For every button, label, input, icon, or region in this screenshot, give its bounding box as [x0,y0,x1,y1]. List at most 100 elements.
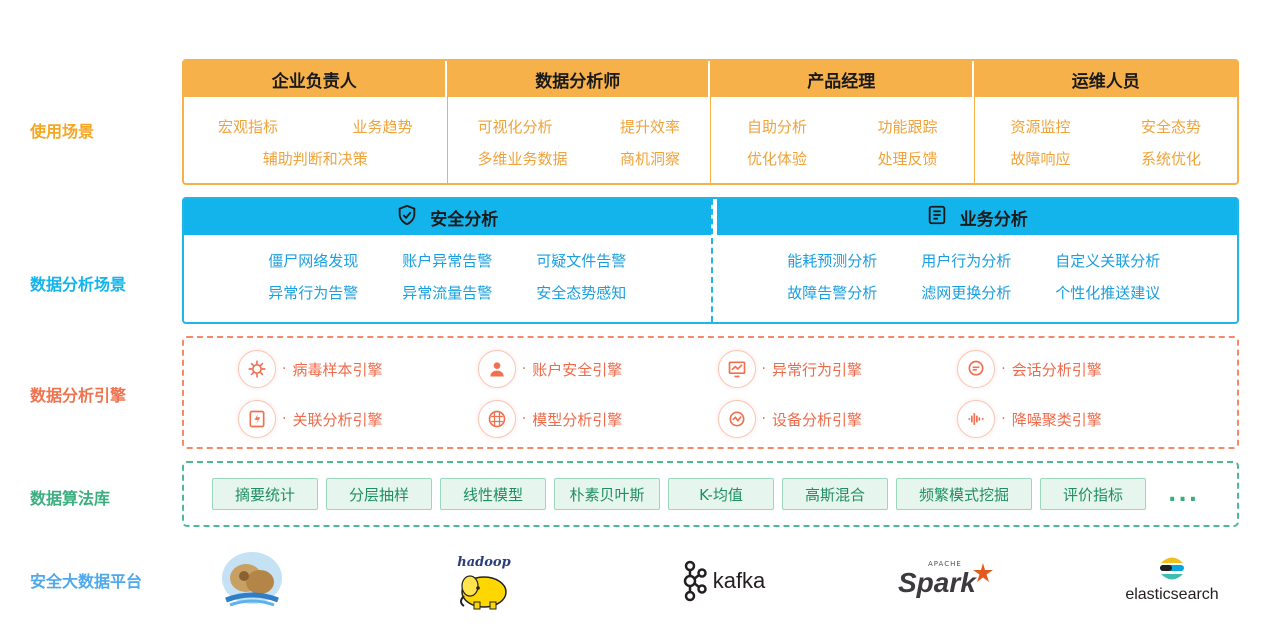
engine-label: 关联分析引擎 [292,410,383,429]
usage-item: 安全态势 [1140,118,1201,136]
row-label-engine: 数据分析引擎 [30,386,127,405]
spark-text: Spark [898,567,976,598]
spark-star-icon [972,563,993,582]
usage-item: 多维业务数据 [477,150,568,168]
algorithm-tag: 评价指标 [1040,478,1146,510]
usage-item: 自助分析 [747,118,808,136]
usage-item: 商机洞察 [619,150,680,168]
scenario-column-business: 业务分析 能耗预测分析 用户行为分析 自定义关联分析 故障告警分析 滤网更换分析… [711,199,1237,322]
scenario-divider [711,199,713,322]
usage-column: 产品经理 自助分析 功能跟踪 优化体验 处理反馈 [711,61,975,183]
hadoop-logo: hadoop [444,552,524,612]
usage-title: 产品经理 [711,61,974,97]
algorithm-tag: 分层抽样 [326,478,432,510]
scenario-title: 业务分析 [959,209,1028,230]
waveform-icon [957,400,996,438]
algorithm-tag: 线性模型 [440,478,546,510]
bullet-dot: · [761,361,766,377]
engine-label: 设备分析引擎 [771,410,862,429]
algorithm-tag: 频繁模式挖掘 [896,478,1032,510]
user-icon [477,350,516,388]
engine-label: 病毒样本引擎 [292,360,383,379]
algorithm-panel: 摘要统计 分层抽样 线性模型 朴素贝叶斯 K-均值 高斯混合 频繁模式挖掘 评价… [182,461,1239,527]
engine-label: 会话分析引擎 [1011,360,1102,379]
more-ellipsis: ... [1168,481,1200,507]
algorithm-tag: K-均值 [668,478,774,510]
usage-item: 优化体验 [747,150,808,168]
row-label-usage: 使用场景 [30,122,95,141]
lightning-icon [238,400,276,438]
scenario-item: 用户行为分析 [921,252,1012,270]
bullet-dot: · [521,361,527,377]
algorithm-tag: 高斯混合 [782,478,888,510]
row-label-platform: 安全大数据平台 [30,572,143,591]
engine-item: · 账户安全引擎 [477,344,718,394]
flume-logo [216,548,288,610]
usage-title: 数据分析师 [447,61,710,97]
scenario-header: 安全分析 [184,199,711,235]
usage-item: 资源监控 [1010,118,1071,136]
row-label-algorithm: 数据算法库 [30,489,111,508]
scenario-item: 能耗预测分析 [787,252,878,270]
usage-item: 宏观指标 [218,118,279,136]
usage-panel: 企业负责人 宏观指标 业务趋势 辅助判断和决策 数据分析师 可视化分析 提升效率… [182,59,1239,185]
device-icon [717,400,756,438]
scenario-title: 安全分析 [430,209,499,230]
scenario-item: 自定义关联分析 [1055,252,1161,270]
usage-title: 企业负责人 [184,61,447,97]
bullet-dot: · [282,361,287,377]
scenario-column-security: 安全分析 僵尸网络发现 账户异常告警 可疑文件告警 异常行为告警 异常流量告警 … [184,199,711,322]
bullet-dot: · [1001,411,1006,427]
usage-item: 辅助判断和决策 [262,150,368,168]
scenario-item: 故障告警分析 [787,284,878,302]
engine-item: · 异常行为引擎 [717,344,958,394]
engine-item: · 会话分析引擎 [957,344,1197,394]
engine-panel: · 病毒样本引擎 · 账户安全引擎 · 异常行为引擎 · 会话分析引擎 · 关联… [182,336,1239,449]
usage-item: 系统优化 [1140,150,1201,168]
usage-column: 数据分析师 可视化分析 提升效率 多维业务数据 商机洞察 [447,61,711,183]
spark-logo: APACHE Spark [898,554,993,604]
usage-column: 运维人员 资源监控 安全态势 故障响应 系统优化 [974,61,1237,183]
row-label-scenario: 数据分析场景 [30,275,127,294]
bullet-dot: · [521,411,527,427]
usage-item: 处理反馈 [877,150,938,168]
engine-label: 降噪聚类引擎 [1011,410,1102,429]
algorithm-tag: 摘要统计 [212,478,318,510]
kafka-logo: kafka [668,558,778,604]
scenario-item: 安全态势感知 [536,284,627,302]
engine-item: · 设备分析引擎 [717,394,958,444]
scenario-item: 个性化推送建议 [1055,284,1161,302]
elasticsearch-logo: elasticsearch [1112,548,1232,610]
hadoop-text: hadoop [457,554,511,570]
bullet-dot: · [1001,361,1006,377]
engine-item: · 降噪聚类引擎 [957,394,1197,444]
scenario-header: 业务分析 [716,199,1237,235]
engine-item: · 病毒样本引擎 [238,344,478,394]
engine-label: 账户安全引擎 [532,360,623,379]
usage-item: 提升效率 [619,118,680,136]
monitor-icon [717,350,756,388]
scenario-item: 僵尸网络发现 [268,252,359,270]
engine-label: 异常行为引擎 [771,360,862,379]
usage-column: 企业负责人 宏观指标 业务趋势 辅助判断和决策 [184,61,448,183]
grid-icon [477,400,516,438]
engine-item: · 关联分析引擎 [238,394,478,444]
bullet-dot: · [761,411,766,427]
scenario-item: 异常流量告警 [402,284,493,302]
shield-icon [396,204,418,231]
scenario-panel: 安全分析 僵尸网络发现 账户异常告警 可疑文件告警 异常行为告警 异常流量告警 … [182,197,1239,324]
chat-icon [957,350,996,388]
scenario-item: 可疑文件告警 [536,252,627,270]
document-icon [926,204,948,231]
kafka-text: kafka [712,568,766,593]
usage-item: 故障响应 [1010,150,1071,168]
virus-icon [238,350,276,388]
bullet-dot: · [282,411,287,427]
usage-item: 业务趋势 [352,118,413,136]
usage-item: 可视化分析 [477,118,553,136]
spark-sub-text: APACHE [928,560,962,568]
usage-title: 运维人员 [974,61,1237,97]
elasticsearch-text: elasticsearch [1125,586,1219,603]
algorithm-tag: 朴素贝叶斯 [554,478,660,510]
engine-label: 模型分析引擎 [532,410,623,429]
